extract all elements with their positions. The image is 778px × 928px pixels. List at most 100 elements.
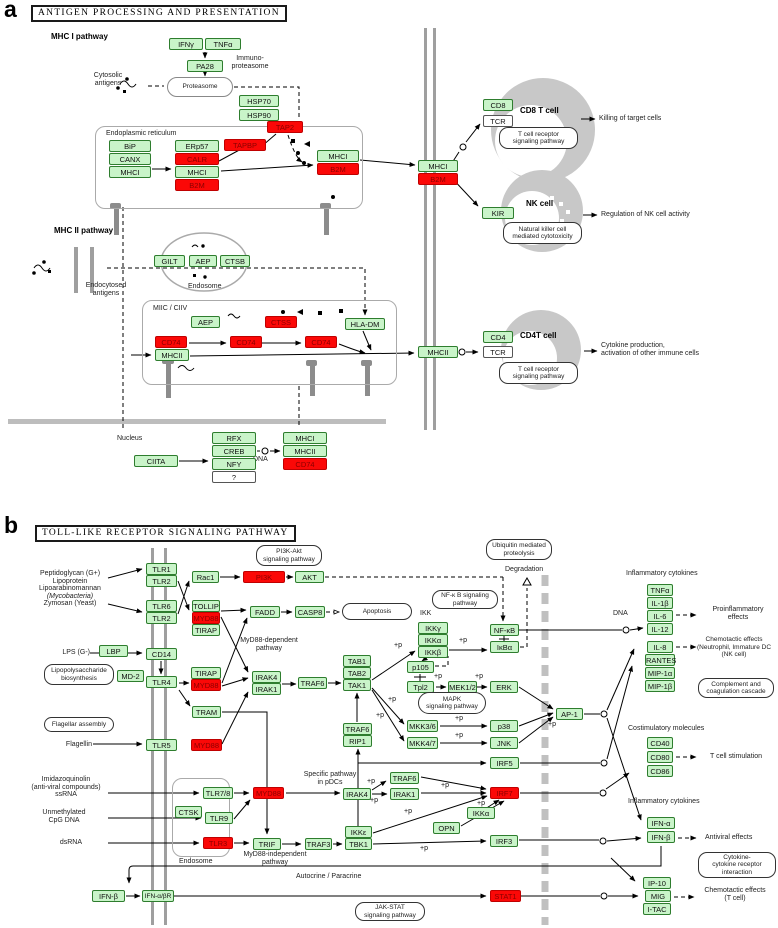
node-ifnb-autocrine[interactable]: IFN-β xyxy=(92,890,125,902)
node-tlr9[interactable]: TLR9 xyxy=(205,812,233,824)
node-myd88-tlr4[interactable]: MYD88 xyxy=(191,679,221,691)
node-cd74-nucleus[interactable]: CD74 xyxy=(283,458,327,470)
node-b2m-er[interactable]: B2M xyxy=(175,179,219,191)
node-ikba[interactable]: IκBα xyxy=(490,641,519,653)
node-il8[interactable]: IL-8 xyxy=(647,641,673,653)
node-lbp[interactable]: LBP xyxy=(99,645,128,657)
node-myd88-tlr2[interactable]: MYD88 xyxy=(192,612,220,624)
node-tcr-cd4[interactable]: TCR xyxy=(483,346,513,358)
node-ikkb[interactable]: IKKβ xyxy=(418,646,448,658)
node-tlr5[interactable]: TLR5 xyxy=(146,739,177,751)
node-stat1[interactable]: STAT1 xyxy=(490,890,521,902)
node-traf6-rip[interactable]: TRAF6 xyxy=(343,723,372,735)
node-ifnb-out[interactable]: IFN-β xyxy=(647,831,675,843)
node-rac1[interactable]: Rac1 xyxy=(192,571,219,583)
node-tlr6[interactable]: TLR6 xyxy=(146,600,177,612)
node-cd74-1[interactable]: CD74 xyxy=(155,336,187,348)
node-ap1[interactable]: AP-1 xyxy=(556,708,583,720)
apoptosis-box[interactable]: Apoptosis xyxy=(342,603,412,620)
node-tlr2-a[interactable]: TLR2 xyxy=(146,575,177,587)
node-ctsb[interactable]: CTSB xyxy=(220,255,250,267)
node-mhci-nucleus[interactable]: MHCI xyxy=(283,432,327,444)
node-p38[interactable]: p38 xyxy=(490,720,518,732)
node-rfx[interactable]: RFX xyxy=(212,432,256,444)
node-erp57[interactable]: ERp57 xyxy=(175,140,219,152)
node-fadd[interactable]: FADD xyxy=(250,606,280,618)
node-ifng[interactable]: IFNγ xyxy=(169,38,203,50)
node-mhcii-nucleus[interactable]: MHCII xyxy=(283,445,327,457)
node-il6[interactable]: IL-6 xyxy=(647,610,673,622)
node-cd14[interactable]: CD14 xyxy=(146,648,177,660)
node-casp8[interactable]: CASP8 xyxy=(295,606,325,618)
node-irf7[interactable]: IRF7 xyxy=(490,787,519,799)
node-tab1[interactable]: TAB1 xyxy=(343,655,371,667)
node-tirap-tlr4[interactable]: TIRAP xyxy=(191,667,221,679)
node-irak1-pdc[interactable]: IRAK1 xyxy=(390,788,419,800)
node-ctsk[interactable]: CTSK xyxy=(175,806,202,818)
node-opn[interactable]: OPN xyxy=(433,822,460,834)
node-irak4-pdc[interactable]: IRAK4 xyxy=(343,788,371,800)
node-nfy[interactable]: NFY xyxy=(212,458,256,470)
node-tlr4[interactable]: TLR4 xyxy=(146,676,177,688)
node-rantes[interactable]: RANTES xyxy=(645,654,677,666)
node-ikke[interactable]: IKKε xyxy=(345,826,372,838)
node-akt[interactable]: AKT xyxy=(295,571,324,583)
node-canx[interactable]: CANX xyxy=(109,153,151,165)
node-question[interactable]: ? xyxy=(212,471,256,483)
node-itac[interactable]: I-TAC xyxy=(643,903,671,915)
node-p105[interactable]: p105 xyxy=(407,661,434,673)
node-irak4[interactable]: IRAK4 xyxy=(252,671,281,683)
node-tnfa-out[interactable]: TNFα xyxy=(647,584,673,596)
node-mhci-membrane[interactable]: MHCI xyxy=(418,160,458,172)
node-cd40[interactable]: CD40 xyxy=(647,737,673,749)
node-traf6-main[interactable]: TRAF6 xyxy=(298,677,327,689)
node-tapbp[interactable]: TAPBP xyxy=(224,139,266,151)
node-mig[interactable]: MIG xyxy=(645,890,671,902)
node-tbk1[interactable]: TBK1 xyxy=(345,838,372,850)
node-kir[interactable]: KIR xyxy=(482,207,514,219)
node-calr[interactable]: CALR xyxy=(175,153,219,165)
node-tnfa[interactable]: TNFα xyxy=(205,38,241,50)
node-bip[interactable]: BiP xyxy=(109,140,151,152)
node-mkk36[interactable]: MKK3/6 xyxy=(407,720,438,732)
node-mkk47[interactable]: MKK4/7 xyxy=(407,737,438,749)
node-mhci-er3[interactable]: MHCI xyxy=(317,150,359,162)
node-tcr-cd8[interactable]: TCR xyxy=(483,115,513,127)
node-nfkb[interactable]: NF-κB xyxy=(490,624,519,636)
node-mip1b[interactable]: MIP-1β xyxy=(645,680,675,692)
node-rip1[interactable]: RIP1 xyxy=(343,735,372,747)
node-trif[interactable]: TRIF xyxy=(253,838,281,850)
node-cd74-2[interactable]: CD74 xyxy=(230,336,262,348)
node-b2m-membrane[interactable]: B2M xyxy=(418,173,458,185)
node-tlr1[interactable]: TLR1 xyxy=(146,563,177,575)
node-ikka[interactable]: IKKα xyxy=(418,634,448,646)
node-cd8[interactable]: CD8 xyxy=(483,99,513,111)
node-b2m-er2[interactable]: B2M xyxy=(317,163,359,175)
node-gilt[interactable]: GILT xyxy=(154,255,185,267)
node-irf3[interactable]: IRF3 xyxy=(490,835,518,847)
node-pi3k[interactable]: PI3K xyxy=(243,571,285,583)
node-mhci-er1[interactable]: MHCI xyxy=(109,166,151,178)
node-il12[interactable]: IL-12 xyxy=(647,623,673,635)
node-myd88-tlr5[interactable]: MYD88 xyxy=(191,739,222,751)
node-hsp70[interactable]: HSP70 xyxy=(239,95,279,107)
node-ciita[interactable]: CIITA xyxy=(134,455,178,467)
node-mip1a[interactable]: MIP-1α xyxy=(645,667,675,679)
node-tab2[interactable]: TAB2 xyxy=(343,667,371,679)
node-cd74-3[interactable]: CD74 xyxy=(305,336,337,348)
node-tlr2-b[interactable]: TLR2 xyxy=(146,612,177,624)
node-md2[interactable]: MD-2 xyxy=(117,670,144,682)
node-ikka-pdc[interactable]: IKKα xyxy=(467,807,495,819)
node-cd4[interactable]: CD4 xyxy=(483,331,513,343)
node-traf3[interactable]: TRAF3 xyxy=(305,838,332,850)
node-tollip[interactable]: TOLLIP xyxy=(192,600,220,612)
